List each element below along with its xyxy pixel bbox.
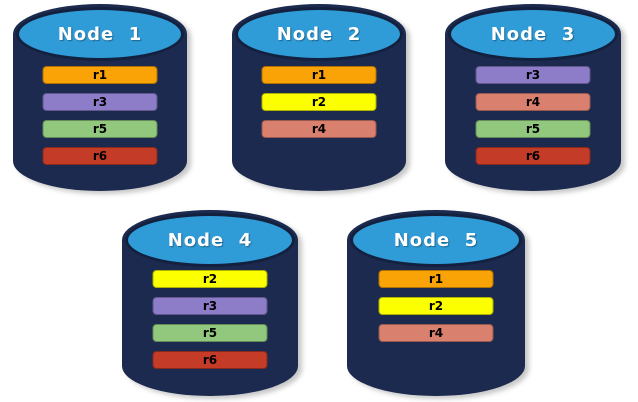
node-2-cylinder: Node 2 r1 r2 r4: [232, 4, 406, 191]
replica-label: r6: [92, 149, 108, 163]
replica-label: r5: [525, 122, 541, 136]
node-5-title: Node 5: [393, 229, 479, 251]
replica-label: r4: [428, 326, 444, 340]
replica-label: r3: [202, 299, 218, 313]
node-2-title: Node 2: [276, 23, 362, 45]
replica-bar-r3: r3: [152, 297, 268, 315]
replica-label: r2: [202, 272, 218, 286]
replica-label: r1: [311, 68, 327, 82]
node-4-title: Node 4: [167, 229, 253, 251]
replica-label: r5: [202, 326, 218, 340]
replica-label: r1: [428, 272, 444, 286]
replica-bar-r2: r2: [261, 93, 377, 111]
replica-bar-r2: r2: [152, 270, 268, 288]
node-3-title: Node 3: [490, 23, 576, 45]
node-2-replica-list: r1 r2 r4: [261, 66, 377, 138]
node-5-cylinder: Node 5 r1 r2 r4: [347, 210, 525, 396]
node-3-replica-list: r3 r4 r5 r6: [475, 66, 591, 165]
replica-label: r6: [525, 149, 541, 163]
replica-bar-r1: r1: [42, 66, 158, 84]
node-3-cylinder: Node 3 r3 r4 r5 r6: [445, 4, 621, 191]
node-3-cylinder-top: Node 3: [448, 7, 618, 61]
replica-label: r4: [525, 95, 541, 109]
node-4-cylinder-top: Node 4: [125, 213, 295, 267]
replica-label: r6: [202, 353, 218, 367]
replica-label: r5: [92, 122, 108, 136]
replica-bar-r4: r4: [261, 120, 377, 138]
replica-bar-r1: r1: [378, 270, 494, 288]
node-5-cylinder-top: Node 5: [350, 213, 522, 267]
replica-bar-r6: r6: [152, 351, 268, 369]
node-2-cylinder-top: Node 2: [235, 7, 403, 61]
node-1-cylinder: Node 1 r1 r3 r5 r6: [13, 4, 187, 191]
replica-bar-r1: r1: [261, 66, 377, 84]
node-1-cylinder-top: Node 1: [16, 7, 184, 61]
replica-label: r3: [92, 95, 108, 109]
replica-label: r2: [311, 95, 327, 109]
replica-bar-r5: r5: [152, 324, 268, 342]
replica-label: r2: [428, 299, 444, 313]
replica-bar-r6: r6: [42, 147, 158, 165]
replica-bar-r5: r5: [475, 120, 591, 138]
replica-bar-r5: r5: [42, 120, 158, 138]
node-5-replica-list: r1 r2 r4: [378, 270, 494, 342]
replica-bar-r4: r4: [378, 324, 494, 342]
node-1-title: Node 1: [57, 23, 143, 45]
node-4-cylinder: Node 4 r2 r3 r5 r6: [122, 210, 298, 396]
replica-bar-r2: r2: [378, 297, 494, 315]
replica-label: r3: [525, 68, 541, 82]
replica-bar-r6: r6: [475, 147, 591, 165]
replica-bar-r3: r3: [475, 66, 591, 84]
replica-bar-r4: r4: [475, 93, 591, 111]
node-1-replica-list: r1 r3 r5 r6: [42, 66, 158, 165]
node-4-replica-list: r2 r3 r5 r6: [152, 270, 268, 369]
replica-bar-r3: r3: [42, 93, 158, 111]
replica-label: r4: [311, 122, 327, 136]
replica-label: r1: [92, 68, 108, 82]
